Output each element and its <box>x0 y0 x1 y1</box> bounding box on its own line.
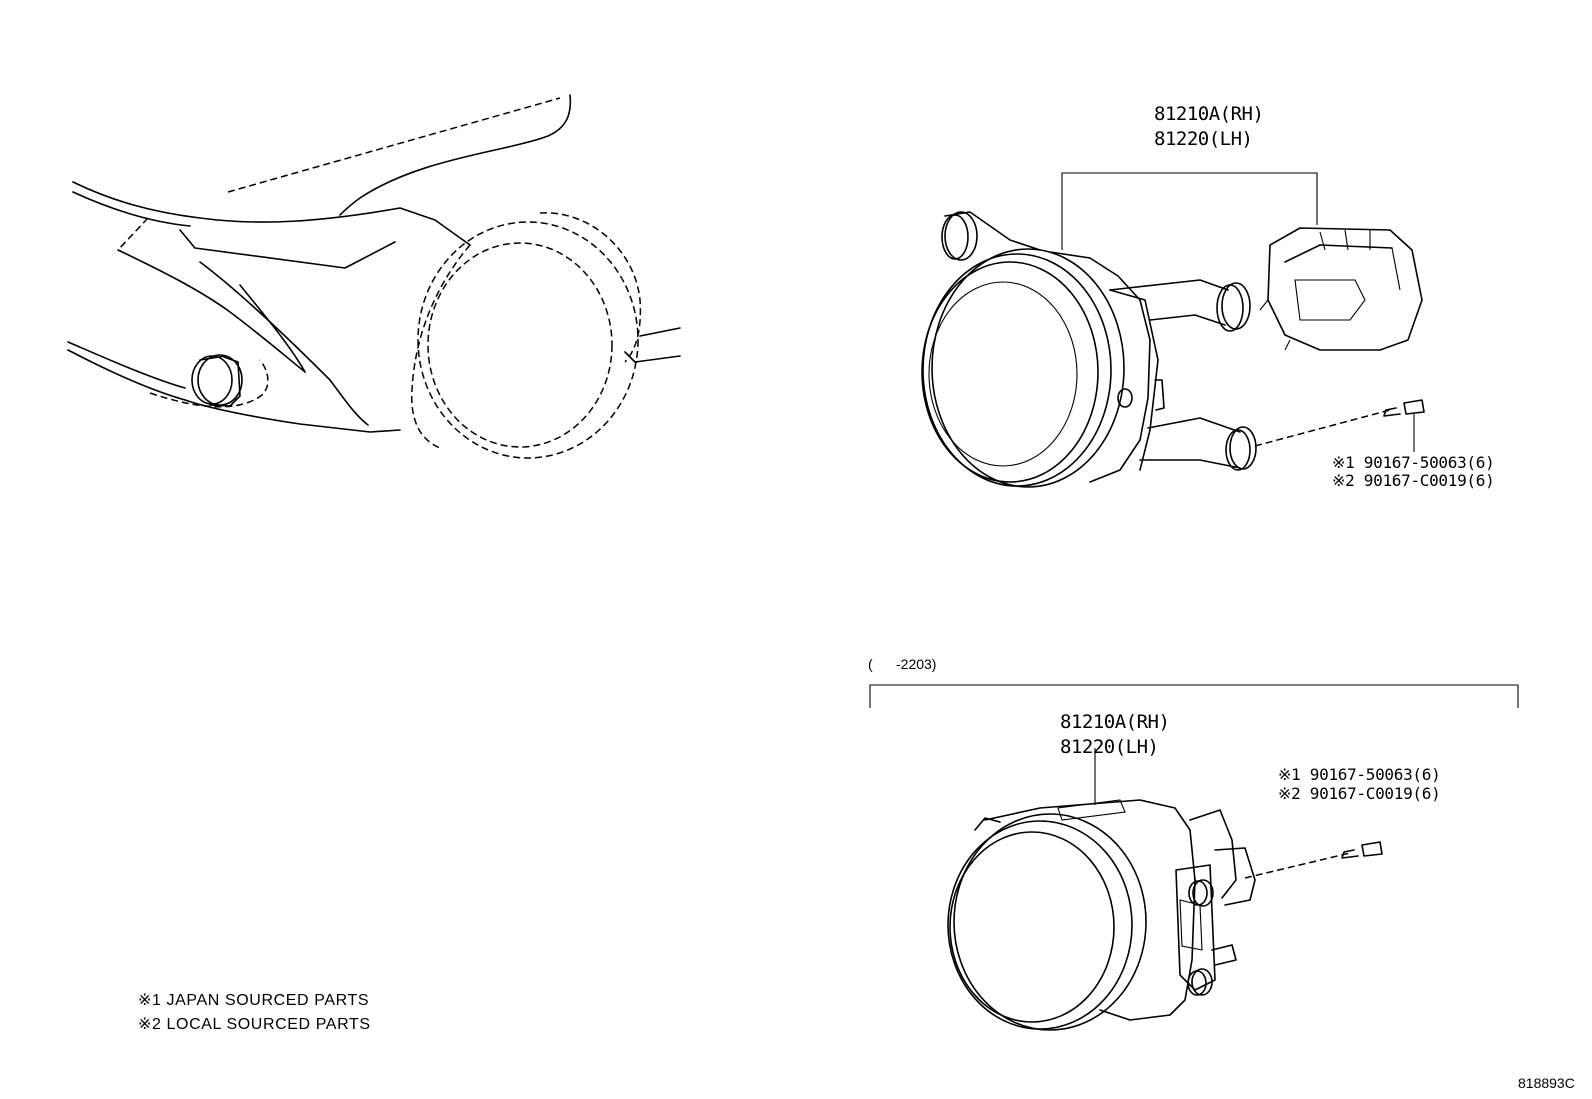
upper-bolt-local-sourced: ※2 90167-C0019(6) <box>1332 471 1495 490</box>
lower-bolt-local-sourced: ※2 90167-C0019(6) <box>1278 784 1441 803</box>
upper-bolt-japan-sourced: ※1 90167-50063(6) <box>1332 453 1495 472</box>
lower-part-number-rh: 81210A(RH) <box>1060 711 1170 733</box>
note-japan-sourced-parts: ※1 JAPAN SOURCED PARTS <box>138 992 370 1009</box>
note-local-sourced-parts: ※2 LOCAL SOURCED PARTS <box>138 1016 371 1033</box>
vehicle-front-bumper-illustration <box>67 94 681 459</box>
upper-part-number-lh: 81220(LH) <box>1154 128 1253 150</box>
lower-part-number-lh: 81220(LH) <box>1060 736 1159 758</box>
upper-fog-lamp-illustration <box>921 172 1425 488</box>
diagram-id: 818893C <box>1518 1075 1575 1091</box>
upper-part-number-rh: 81210A(RH) <box>1154 103 1264 125</box>
lower-fog-lamp-illustration <box>869 684 1519 1031</box>
lower-production-range: ( -2203) <box>868 656 937 672</box>
lower-bolt-japan-sourced: ※1 90167-50063(6) <box>1278 765 1441 784</box>
